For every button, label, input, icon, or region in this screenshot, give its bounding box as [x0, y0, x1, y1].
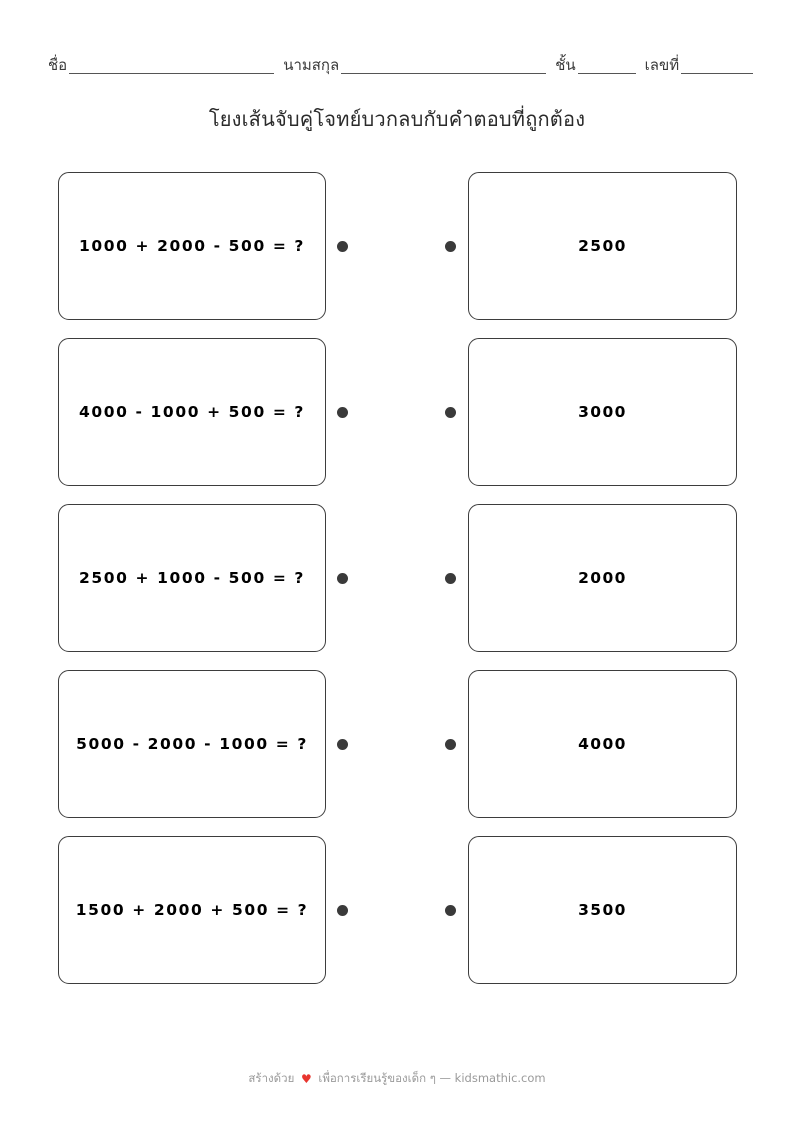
problem-connector-dot[interactable] [337, 739, 348, 750]
answer-value: 4000 [578, 735, 627, 753]
class-input-rule[interactable] [577, 60, 636, 74]
answer-value: 3000 [578, 403, 627, 421]
number-label: เลขที่ [644, 56, 680, 74]
problem-expression: 4000 - 1000 + 500 = ? [78, 403, 305, 421]
matching-row: 2500 + 1000 - 500 = ? 2000 [0, 504, 794, 652]
answer-value: 2500 [578, 237, 627, 255]
matching-row: 5000 - 2000 - 1000 = ? 4000 [0, 670, 794, 818]
class-label: ชั้น [555, 56, 576, 74]
name-input-rule[interactable] [69, 60, 275, 74]
answer-connector-dot[interactable] [445, 739, 456, 750]
problem-card[interactable]: 4000 - 1000 + 500 = ? [58, 338, 326, 486]
number-input-rule[interactable] [681, 60, 754, 74]
answer-value: 2000 [578, 569, 627, 587]
answer-value: 3500 [578, 901, 627, 919]
problem-card[interactable]: 1500 + 2000 + 500 = ? [58, 836, 326, 984]
problem-connector-dot[interactable] [337, 573, 348, 584]
surname-input-rule[interactable] [341, 60, 547, 74]
problem-connector-dot[interactable] [337, 407, 348, 418]
footer-credit: สร้างด้วย ♥ เพื่อการเรียนรู้ของเด็ก ๆ — … [0, 1070, 794, 1088]
footer-suffix-text: เพื่อการเรียนรู้ของเด็ก ๆ — kidsmathic.c… [318, 1071, 546, 1085]
answer-card[interactable]: 3500 [468, 836, 737, 984]
answer-connector-dot[interactable] [445, 573, 456, 584]
problem-expression: 2500 + 1000 - 500 = ? [78, 569, 305, 587]
answer-card[interactable]: 2500 [468, 172, 737, 320]
matching-row: 1000 + 2000 - 500 = ? 2500 [0, 172, 794, 320]
answer-card[interactable]: 2000 [468, 504, 737, 652]
answer-card[interactable]: 4000 [468, 670, 737, 818]
answer-connector-dot[interactable] [445, 905, 456, 916]
problem-expression: 1000 + 2000 - 500 = ? [78, 237, 305, 255]
problem-card[interactable]: 5000 - 2000 - 1000 = ? [58, 670, 326, 818]
worksheet-title: โยงเส้นจับคู่โจทย์บวกลบกับคำตอบที่ถูกต้อ… [208, 107, 586, 131]
problem-card[interactable]: 2500 + 1000 - 500 = ? [58, 504, 326, 652]
name-label: ชื่อ [48, 56, 68, 74]
problem-expression: 5000 - 2000 - 1000 = ? [76, 735, 308, 753]
heart-icon: ♥ [300, 1072, 312, 1086]
problem-connector-dot[interactable] [337, 241, 348, 252]
problem-expression: 1500 + 2000 + 500 = ? [75, 901, 309, 919]
problem-connector-dot[interactable] [337, 905, 348, 916]
problem-card[interactable]: 1000 + 2000 - 500 = ? [58, 172, 326, 320]
student-info-line: ชื่อ นามสกุล ชั้น เลขที่ [48, 56, 754, 74]
matching-board: 1000 + 2000 - 500 = ? 2500 4000 - 1000 +… [0, 172, 794, 984]
answer-connector-dot[interactable] [445, 407, 456, 418]
matching-row: 1500 + 2000 + 500 = ? 3500 [0, 836, 794, 984]
footer-prefix-text: สร้างด้วย [248, 1071, 295, 1085]
matching-row: 4000 - 1000 + 500 = ? 3000 [0, 338, 794, 486]
surname-label: นามสกุล [283, 56, 340, 74]
answer-connector-dot[interactable] [445, 241, 456, 252]
answer-card[interactable]: 3000 [468, 338, 737, 486]
